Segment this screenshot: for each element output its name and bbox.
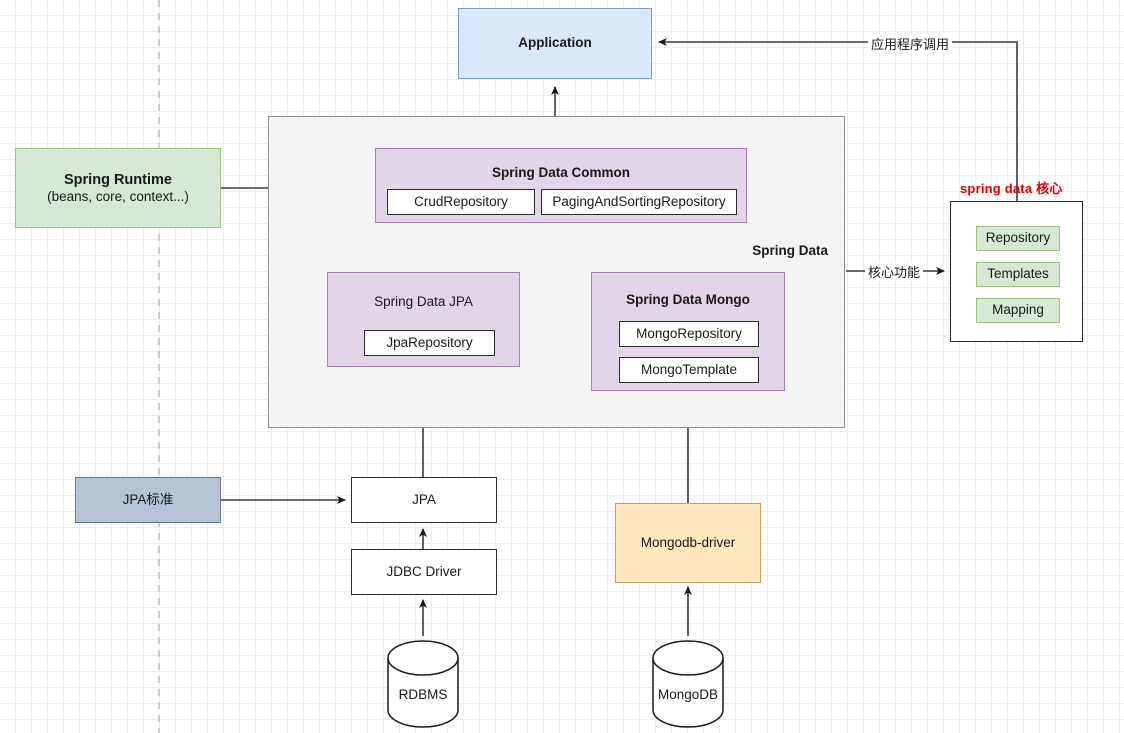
node-mongodb-driver[interactable]: Mongodb-driver: [615, 503, 761, 583]
node-mongodb-driver-label: Mongodb-driver: [640, 534, 736, 550]
database-cylinder-shapes: [387, 640, 724, 728]
panel-spring-data-core[interactable]: Repository Templates Mapping: [950, 201, 1083, 342]
node-application[interactable]: Application: [458, 8, 652, 79]
node-jdbc-driver[interactable]: JDBC Driver: [351, 549, 497, 595]
core-item-mapping[interactable]: Mapping: [976, 298, 1060, 323]
node-spring-runtime[interactable]: Spring Runtime (beans, core, context...): [15, 148, 221, 228]
node-jpa-standard-label: JPA标准: [122, 491, 174, 507]
chip-mongo-template-label: MongoTemplate: [640, 361, 738, 377]
node-jpa[interactable]: JPA: [351, 477, 497, 523]
chip-jpa-repository[interactable]: JpaRepository: [364, 330, 495, 356]
chip-jpa-repository-label: JpaRepository: [386, 334, 473, 350]
node-spring-data-common-title: Spring Data Common: [491, 165, 630, 180]
chip-crud-repository[interactable]: CrudRepository: [387, 189, 535, 215]
node-mongodb-label: MongoDB: [657, 687, 719, 702]
node-jpa-label: JPA: [412, 491, 436, 507]
node-spring-data-mongo-title: Spring Data Mongo: [626, 292, 750, 307]
node-rdbms-label: RDBMS: [398, 687, 448, 702]
chip-mongo-template[interactable]: MongoTemplate: [619, 357, 759, 383]
edge-label-core-feature: 核心功能: [865, 262, 924, 281]
node-spring-runtime-title: Spring Runtime: [64, 171, 172, 188]
core-item-templates-label: Templates: [987, 266, 1049, 282]
chip-mongo-repository-label: MongoRepository: [636, 325, 742, 341]
chip-paging-and-sorting-repository-label: PagingAndSortingRepository: [552, 193, 726, 209]
node-spring-runtime-subtitle: (beans, core, context...): [47, 188, 189, 204]
node-spring-data-common[interactable]: Spring Data Common CrudRepository Paging…: [375, 148, 747, 223]
core-panel-caption: spring data 核心: [960, 181, 1063, 196]
chip-paging-and-sorting-repository[interactable]: PagingAndSortingRepository: [541, 189, 737, 215]
container-spring-data-title: Spring Data: [752, 243, 828, 258]
node-jpa-standard[interactable]: JPA标准: [75, 477, 221, 523]
node-spring-data-jpa-title: Spring Data JPA: [374, 294, 473, 309]
node-spring-data-jpa[interactable]: Spring Data JPA JpaRepository: [327, 272, 520, 367]
core-item-repository-label: Repository: [985, 230, 1051, 246]
node-application-label: Application: [518, 35, 592, 51]
edge-label-app-call: 应用程序调用: [868, 34, 953, 53]
chip-mongo-repository[interactable]: MongoRepository: [619, 321, 759, 347]
core-item-mapping-label: Mapping: [992, 302, 1044, 318]
core-item-repository[interactable]: Repository: [976, 226, 1060, 251]
chip-crud-repository-label: CrudRepository: [414, 193, 508, 209]
node-spring-data-mongo[interactable]: Spring Data Mongo MongoRepository MongoT…: [591, 272, 785, 391]
node-jdbc-driver-label: JDBC Driver: [386, 563, 462, 579]
core-item-templates[interactable]: Templates: [976, 262, 1060, 287]
